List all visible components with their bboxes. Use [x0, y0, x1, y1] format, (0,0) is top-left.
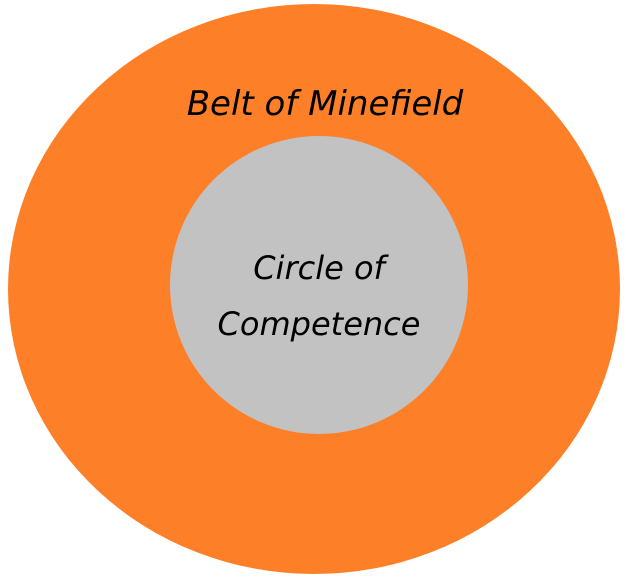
belt-of-minefield-label: Belt of Minefield [186, 84, 464, 124]
circle-of-competence-label-line1: Circle of [253, 249, 385, 287]
circle-of-competence-label-line2: Competence [217, 305, 421, 343]
circle-of-competence-label: Circle of Competence [170, 240, 468, 352]
circle-of-competence-circle [170, 136, 468, 434]
